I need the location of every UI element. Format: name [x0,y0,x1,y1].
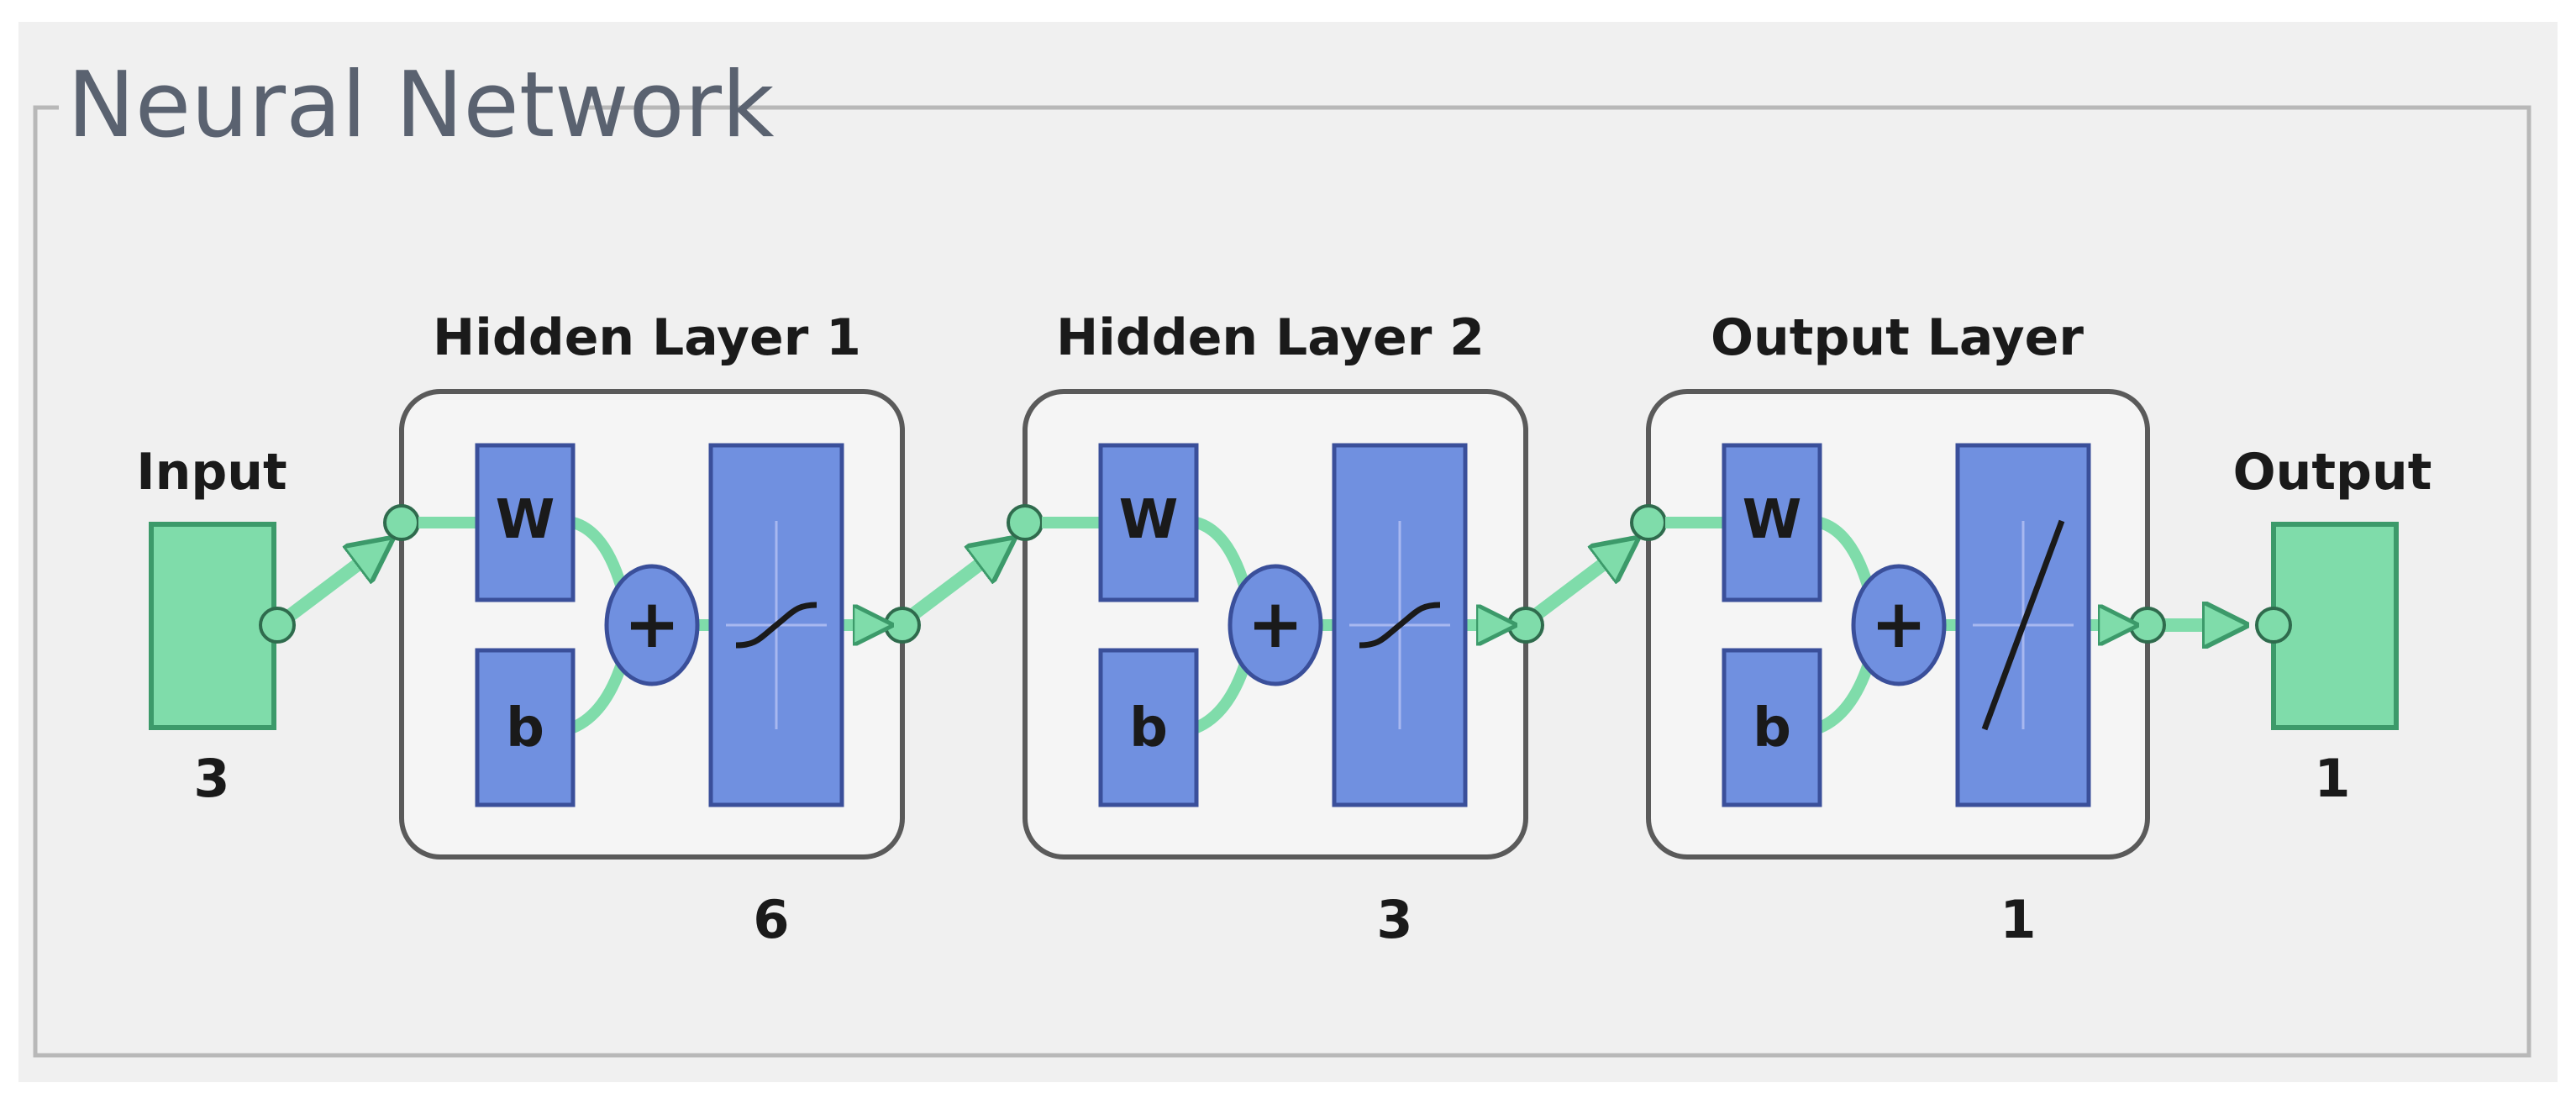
connector-node [2255,607,2292,644]
layer-size: 6 [753,889,789,950]
bias-block [1098,648,1199,807]
weight-block [475,443,576,602]
sum-node [604,564,700,686]
input-label: Input [136,443,287,502]
panel-frame [33,105,2531,1058]
linear-line-icon [1981,519,2065,731]
input-node [149,522,276,730]
weight-label: W [1743,489,1802,551]
weight-label: W [496,489,555,551]
output-size: 1 [2314,748,2350,809]
sum-symbol: + [1247,585,1303,663]
output-node [2271,522,2399,730]
connection-layer1-to-layer2 [892,543,1008,632]
layer-hidden-2: Hidden Layer 2 W b + 3 [1007,308,1544,950]
sum-node [1851,564,1947,686]
bias-block [475,648,576,807]
bias-label: b [1129,697,1168,760]
bias-label: b [1753,697,1791,760]
connection-layer2-to-layer3 [1516,543,1632,632]
layer-size: 1 [2000,889,2036,950]
weight-block [1722,443,1822,602]
bias-block [1722,648,1822,807]
output-label: Output [2233,443,2432,502]
layer-output: Output Layer W b + 1 [1630,308,2166,950]
sum-symbol: + [623,585,680,663]
sum-symbol: + [1870,585,1927,663]
sigmoid-curve-icon [735,602,817,649]
connector-node [2129,607,2166,644]
input-size: 3 [193,748,229,809]
connector-node [383,504,420,541]
connector-node [1507,607,1544,644]
connection-layer3-to-output [2141,607,2292,644]
connector-node [259,607,296,644]
sum-node [1228,564,1323,686]
sigmoid-curve-icon [1359,602,1441,649]
connection-input-to-layer1 [259,543,386,644]
connector-node [1007,504,1044,541]
weight-label: W [1119,489,1179,551]
weight-block [1098,443,1199,602]
layer-title: Output Layer [1711,308,2084,367]
layer-hidden-1: Hidden Layer 1 W b + 6 [383,308,921,950]
connector-node [1630,504,1667,541]
bias-label: b [506,697,544,760]
layer-title: Hidden Layer 2 [1056,308,1485,367]
panel-title: Neural Network [67,53,775,158]
layer-title: Hidden Layer 1 [433,308,861,367]
layer-size: 3 [1376,889,1412,950]
connector-node [884,607,921,644]
